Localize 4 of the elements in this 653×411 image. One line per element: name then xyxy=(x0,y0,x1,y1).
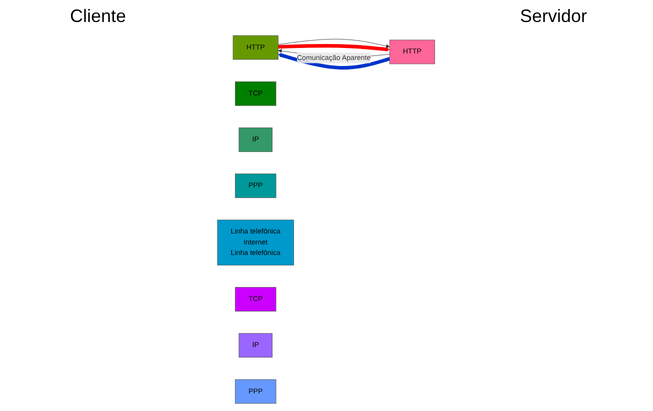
arrow xyxy=(278,44,390,52)
arrow xyxy=(278,53,391,70)
stack-heading: Cliente xyxy=(70,6,126,27)
stack-heading: Servidor xyxy=(520,6,588,27)
